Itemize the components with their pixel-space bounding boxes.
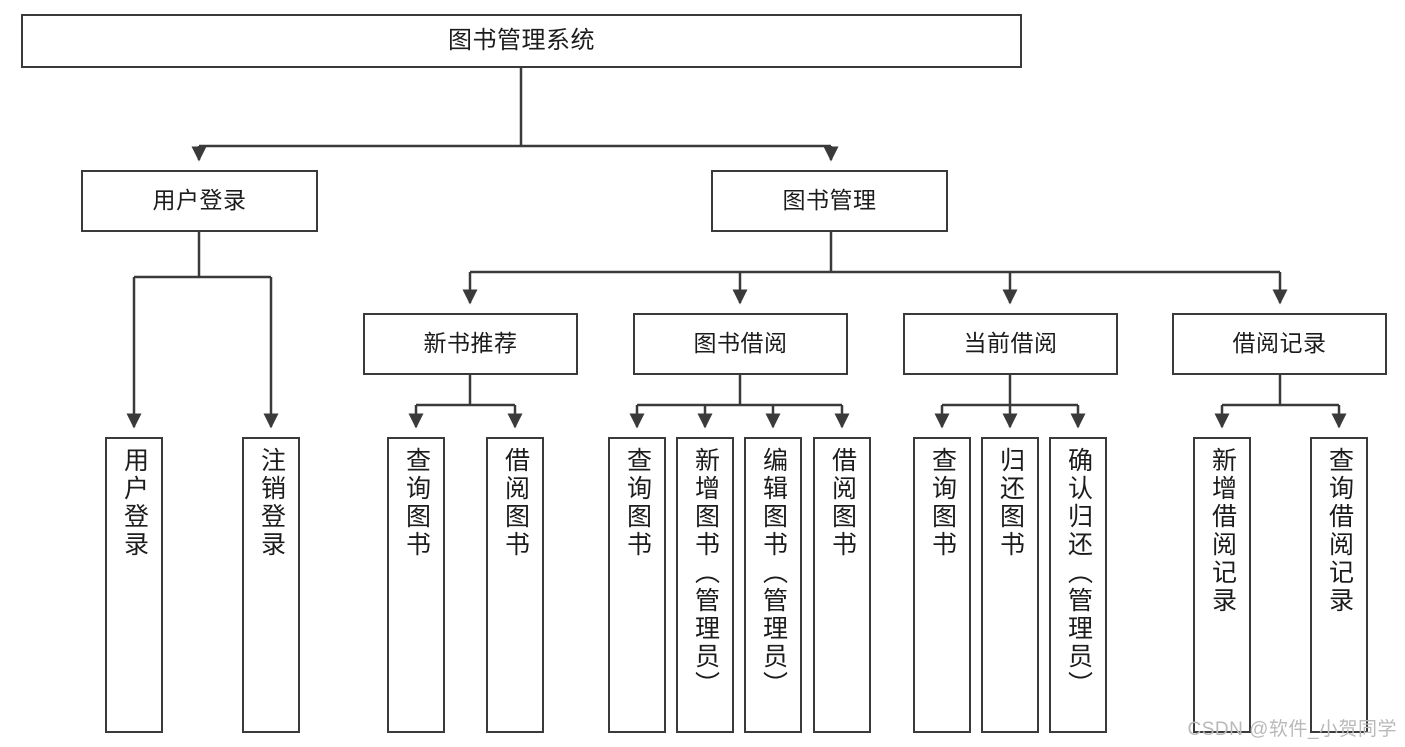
node-label: 借阅图书 bbox=[828, 447, 857, 559]
node-label: 新增图书（管理员） bbox=[691, 447, 720, 699]
node-label: 查询图书 bbox=[928, 447, 957, 559]
node-label: 新增借阅记录 bbox=[1208, 447, 1237, 615]
leaf-query-borrow-record[interactable]: 查询借阅记录 bbox=[1310, 437, 1368, 733]
node-label: 编辑图书（管理员） bbox=[759, 447, 788, 699]
node-user-login[interactable]: 用户登录 bbox=[81, 170, 318, 232]
node-new-book-recommend[interactable]: 新书推荐 bbox=[363, 313, 578, 375]
node-label: 图书管理系统 bbox=[448, 26, 595, 54]
node-label: 查询图书 bbox=[402, 447, 431, 559]
leaf-user-login[interactable]: 用户登录 bbox=[105, 437, 163, 733]
leaf-confirm-return-admin[interactable]: 确认归还（管理员） bbox=[1049, 437, 1107, 733]
node-root-book-management-system[interactable]: 图书管理系统 bbox=[21, 14, 1022, 68]
node-label: 查询图书 bbox=[623, 447, 652, 559]
leaf-query-book-current[interactable]: 查询图书 bbox=[913, 437, 971, 733]
leaf-edit-book-admin[interactable]: 编辑图书（管理员） bbox=[744, 437, 802, 733]
leaf-borrow-book-recommend[interactable]: 借阅图书 bbox=[486, 437, 544, 733]
node-label: 用户登录 bbox=[120, 447, 149, 559]
leaf-query-book-recommend[interactable]: 查询图书 bbox=[387, 437, 445, 733]
node-book-borrow[interactable]: 图书借阅 bbox=[633, 313, 848, 375]
node-label: 当前借阅 bbox=[963, 330, 1058, 357]
leaf-add-book-admin[interactable]: 新增图书（管理员） bbox=[676, 437, 734, 733]
watermark-text: CSDN @软件_小贺同学 bbox=[1187, 719, 1397, 740]
node-borrow-record[interactable]: 借阅记录 bbox=[1172, 313, 1387, 375]
leaf-add-borrow-record[interactable]: 新增借阅记录 bbox=[1193, 437, 1251, 733]
leaf-return-book[interactable]: 归还图书 bbox=[981, 437, 1039, 733]
node-label: 图书借阅 bbox=[693, 330, 788, 357]
node-label: 确认归还（管理员） bbox=[1064, 447, 1093, 699]
node-current-borrow[interactable]: 当前借阅 bbox=[903, 313, 1118, 375]
node-label: 新书推荐 bbox=[423, 330, 518, 357]
leaf-logout-login[interactable]: 注销登录 bbox=[242, 437, 300, 733]
node-label: 借阅记录 bbox=[1232, 330, 1327, 357]
node-book-management[interactable]: 图书管理 bbox=[711, 170, 948, 232]
node-label: 图书管理 bbox=[782, 187, 877, 214]
node-label: 用户登录 bbox=[152, 187, 247, 214]
node-label: 注销登录 bbox=[257, 447, 286, 559]
leaf-borrow-book[interactable]: 借阅图书 bbox=[813, 437, 871, 733]
leaf-query-book-borrow[interactable]: 查询图书 bbox=[608, 437, 666, 733]
node-label: 查询借阅记录 bbox=[1325, 447, 1354, 615]
node-label: 归还图书 bbox=[996, 447, 1025, 559]
node-label: 借阅图书 bbox=[501, 447, 530, 559]
